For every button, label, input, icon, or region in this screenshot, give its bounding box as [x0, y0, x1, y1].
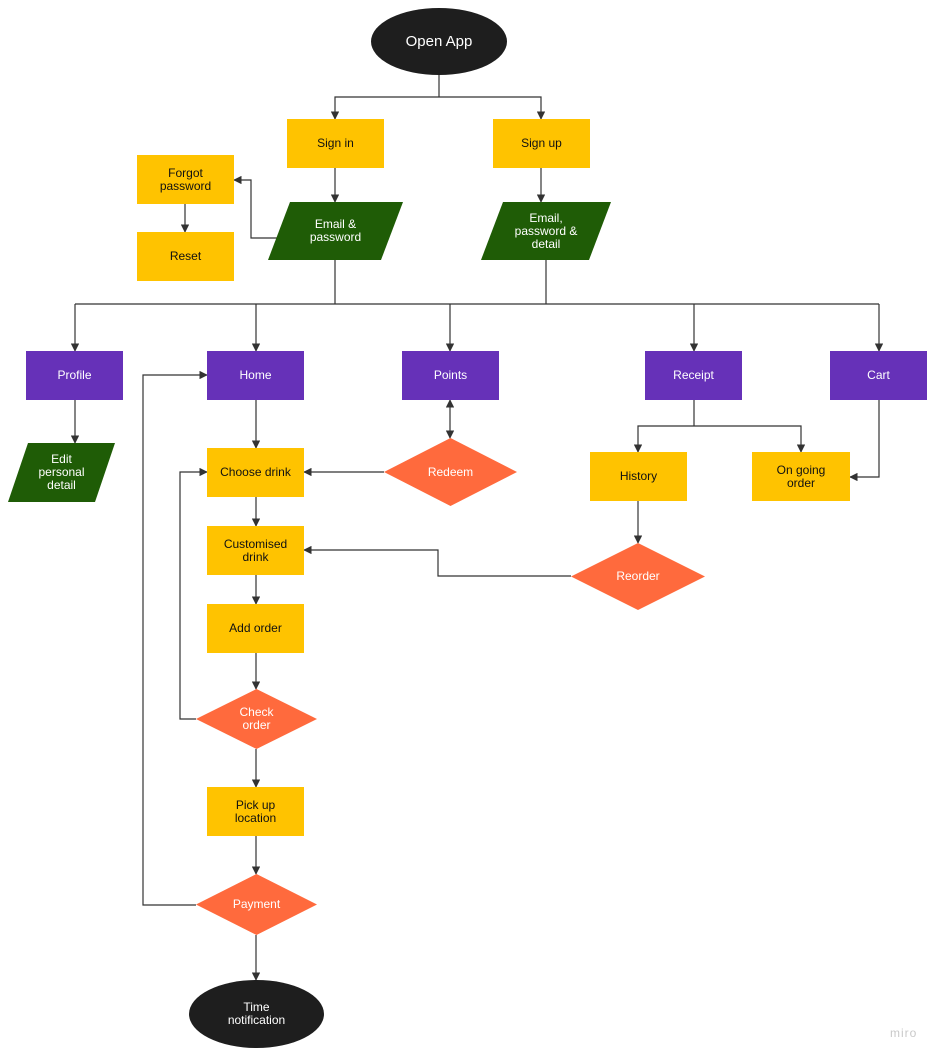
cart-label: Cart: [867, 368, 890, 382]
profile-label: Profile: [57, 368, 92, 382]
check-order-label: Check order: [239, 705, 274, 732]
open-app-shape: [371, 8, 507, 75]
forgot-password-label: Forgot password: [159, 165, 212, 193]
on-going-order-shape: [752, 452, 850, 501]
cart-shape: [830, 351, 927, 400]
edge-receipt-ongoing: [694, 425, 806, 453]
payment-shape: [196, 874, 317, 935]
email-password-shape: [268, 202, 403, 260]
customised-drink-shape: [207, 526, 304, 575]
points-shape: [402, 351, 499, 400]
choose-drink-shape: [207, 448, 304, 497]
profile-shape: [26, 351, 123, 400]
reset-label: Reset: [169, 249, 202, 263]
redeem-label: Redeem: [427, 464, 474, 479]
edit-personal-detail-shape: [8, 443, 115, 502]
choose-drink-label: Choose drink: [220, 465, 291, 479]
reorder-label: Reorder: [616, 569, 660, 583]
open-app-label: Open App: [405, 33, 473, 50]
on-going-order-label: On going order: [776, 462, 826, 490]
receipt-label: Receipt: [673, 368, 714, 382]
edge-check-choose: [179, 467, 208, 720]
edge-to-sign-in: [330, 96, 439, 120]
add-order-shape: [207, 604, 304, 653]
edge-cart-ongoing: [849, 400, 880, 482]
email-password-detail-shape: [481, 202, 611, 260]
payment-label: Payment: [232, 897, 281, 911]
pick-up-location-label: Pick up location: [234, 797, 277, 825]
reset-shape: [137, 232, 234, 281]
edit-personal-detail-label: Edit personal detail: [38, 452, 85, 492]
home-label: Home: [239, 368, 272, 382]
sign-in-label: Sign in: [317, 136, 354, 150]
edge-payment-home: [142, 370, 208, 906]
customised-drink-label: Customised drink: [223, 536, 288, 564]
pick-up-location-shape: [207, 787, 304, 836]
points-label: Points: [433, 368, 468, 382]
sign-in-shape: [287, 119, 384, 168]
home-shape: [207, 351, 304, 400]
receipt-shape: [645, 351, 742, 400]
edge-receipt-history: [633, 425, 694, 453]
sign-up-label: Sign up: [521, 136, 562, 150]
add-order-label: Add order: [229, 621, 282, 635]
email-password-label: Email & password: [309, 217, 362, 244]
forgot-password-shape: [137, 155, 234, 204]
redeem-shape: [384, 438, 517, 506]
edge-email-forgot: [233, 175, 279, 239]
history-shape: [590, 452, 687, 501]
history-label: History: [619, 469, 658, 483]
check-order-shape: [196, 689, 317, 749]
time-notification-shape: [189, 980, 324, 1048]
sign-up-shape: [493, 119, 590, 168]
miro-watermark: miro: [890, 1026, 918, 1040]
email-password-detail-label: Email, password & detail: [514, 210, 578, 251]
edge-to-sign-up: [439, 96, 546, 120]
edge-reorder-customised: [303, 545, 571, 577]
time-notification-label: Time notification: [227, 1000, 286, 1027]
reorder-shape: [571, 543, 705, 610]
